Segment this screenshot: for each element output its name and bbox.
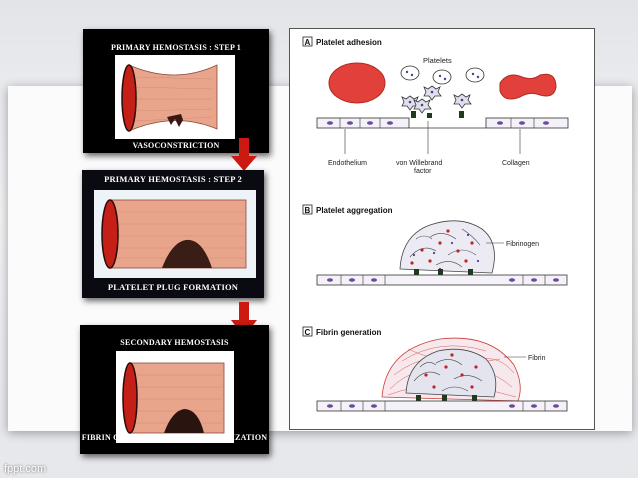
activated-platelets-a: [401, 85, 472, 114]
red-blood-cell: [328, 62, 386, 104]
platelet-aggregate: [399, 220, 495, 274]
free-platelets: [400, 65, 485, 85]
endothelium-row-a: [316, 117, 569, 129]
endothelium-row-c: [316, 400, 568, 412]
sickled-rbc: [499, 73, 557, 100]
vwf-label-line2: factor: [414, 168, 432, 175]
endothelium-label: Endothelium: [328, 160, 367, 167]
step-2-caption: PLATELET PLUG FORMATION: [107, 282, 239, 292]
panel-b-title: Platelet aggregation: [316, 206, 393, 215]
platelet-plug-vessel-illustration: [101, 199, 247, 269]
panel-c-letter: C: [305, 328, 311, 337]
step-1-panel: PRIMARY HEMOSTASIS : STEP 1 VASOCONSTRIC…: [83, 29, 269, 153]
panel-a-header: A Platelet adhesion: [302, 36, 382, 47]
step-2-panel: PRIMARY HEMOSTASIS : STEP 2 PLATELET PLU…: [82, 170, 264, 298]
fibrin-clot-vessel-illustration: [122, 362, 225, 434]
vwf-anchors-c: [416, 395, 477, 401]
hemostasis-diagram-svg: A Platelet adhesion Platelets: [302, 36, 569, 412]
panel-c-header: C Fibrin generation: [302, 326, 381, 337]
hemostasis-diagram: A Platelet adhesion Platelets: [289, 28, 595, 430]
endothelium-row-b: [316, 274, 568, 286]
fibrin-label: Fibrin: [528, 355, 546, 362]
panel-a-title: Platelet adhesion: [316, 38, 382, 47]
platelet-granules: [405, 70, 480, 81]
footer-brand: fppt.com: [4, 463, 47, 475]
step-1-caption: VASOCONSTRICTION: [132, 141, 220, 150]
step-3-panel: SECONDARY HEMOSTASIS FIBRIN CLOT FORMATI…: [80, 325, 269, 454]
panel-b-header: B Platelet aggregation: [302, 204, 393, 215]
step-2-title: PRIMARY HEMOSTASIS : STEP 2: [104, 174, 242, 184]
vasoconstriction-vessel-illustration: [121, 64, 218, 132]
fibrin-clot: [381, 337, 521, 402]
collagen-label: Collagen: [502, 160, 530, 167]
step-3-title: SECONDARY HEMOSTASIS: [120, 338, 229, 347]
fibrinogen-label: Fibrinogen: [506, 241, 539, 248]
panel-a-letter: A: [305, 38, 311, 47]
panel-c-title: Fibrin generation: [316, 328, 381, 337]
step-1-title: PRIMARY HEMOSTASIS : STEP 1: [110, 43, 242, 52]
vwf-anchors-b: [414, 269, 473, 275]
down-arrow-1: [231, 138, 257, 171]
panel-b-letter: B: [305, 206, 311, 215]
vwf-anchors-a: [411, 111, 464, 118]
vwf-label-line1: von Willebrand: [396, 160, 442, 167]
platelets-label: Platelets: [423, 56, 452, 65]
step-3-caption: FIBRIN CLOT FORMATION & STABILIZATION: [81, 433, 268, 442]
label-leaders-a: [344, 121, 521, 154]
